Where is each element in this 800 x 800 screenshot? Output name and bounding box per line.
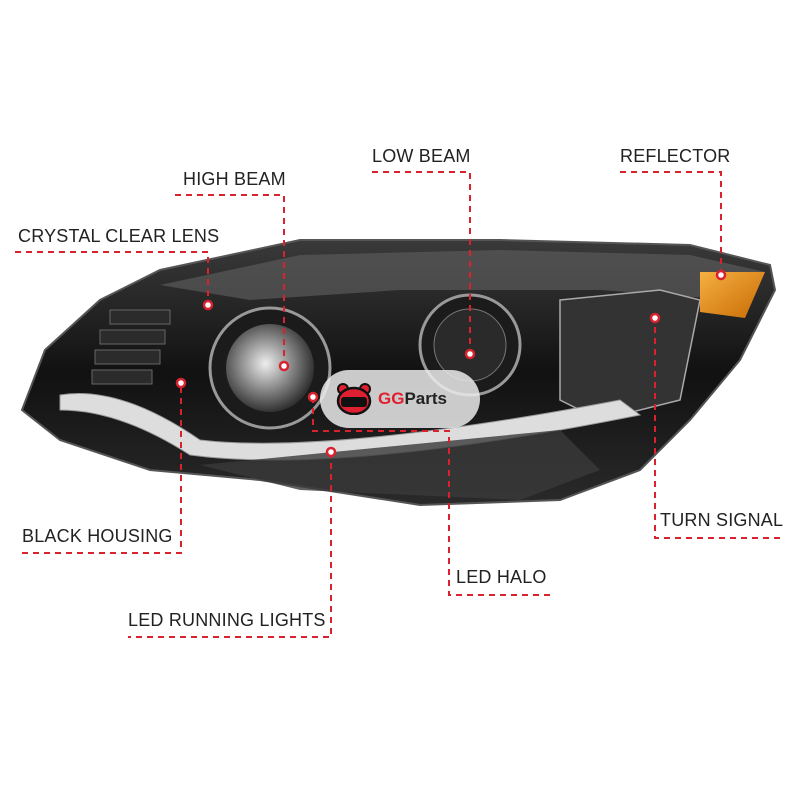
clear-lens-top [160, 250, 765, 300]
leader-crystal-clear-lens [15, 251, 209, 305]
label-led-running-lights: LED RUNNING LIGHTS [128, 610, 326, 630]
leader-led-running-lights [128, 452, 332, 638]
ggparts-mascot-icon [336, 383, 372, 415]
leader-high-beam [175, 194, 285, 366]
side-fins [91, 309, 171, 385]
leader-black-housing [22, 383, 182, 554]
amber-turn-signal [700, 272, 765, 318]
label-black-housing: BLACK HOUSING [22, 526, 173, 546]
leader-lines [15, 171, 780, 638]
leader-dots [175, 269, 727, 458]
leader-reflector [620, 171, 722, 275]
reflector-shape [559, 289, 701, 421]
label-turn-signal: TURN SIGNAL [660, 510, 784, 530]
led-running-strip [59, 392, 642, 461]
label-led-halo: LED HALO [456, 567, 547, 587]
label-reflector: REFLECTOR [620, 146, 731, 166]
label-crystal-clear-lens: CRYSTAL CLEAR LENS [18, 226, 220, 246]
leader-turn-signal [654, 318, 780, 539]
leader-led-halo [312, 397, 550, 596]
label-high-beam: HIGH BEAM [183, 169, 286, 189]
ggparts-watermark: GGParts [320, 370, 480, 428]
label-low-beam: LOW BEAM [372, 146, 471, 166]
ggparts-logo-text: GGParts [378, 389, 447, 408]
